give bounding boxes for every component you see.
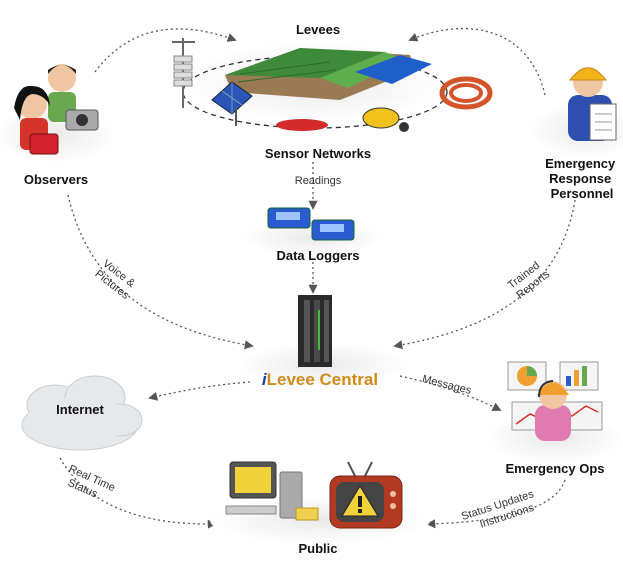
solar-panel-icon	[211, 81, 253, 126]
observers-node: Observers	[0, 64, 115, 187]
response-worker-icon	[568, 67, 617, 141]
pressure-sensor-icon	[276, 119, 328, 131]
emergency-response-line1: Emergency	[545, 156, 616, 171]
observers-label: Observers	[24, 172, 88, 187]
server-icon	[298, 295, 332, 367]
emergency-ops-label: Emergency Ops	[506, 461, 605, 476]
observers-icon	[14, 64, 99, 155]
sensor-networks-label: Sensor Networks	[265, 146, 371, 161]
emergency-response-node: Emergency Response Personnel	[530, 67, 623, 201]
weather-station-icon	[172, 38, 195, 108]
arrow-observers-to-levees	[94, 28, 237, 73]
yellow-sensor-icon	[362, 107, 409, 132]
desktop-computer-icon	[225, 461, 319, 521]
ilevee-central-rest: Levee Central	[267, 370, 379, 389]
emergency-response-label: Emergency Response Personnel	[545, 156, 619, 201]
emergency-ops-node: Emergency Ops	[487, 361, 623, 476]
real-time-status-label: Real Time Status	[61, 463, 119, 507]
readings-label: Readings	[295, 175, 342, 187]
status-updates-label: Status Updates Instructions	[460, 487, 542, 535]
levees-node: Levees Sensor Networks	[172, 22, 493, 161]
levees-label: Levees	[296, 22, 340, 37]
ilevee-central-node: iLevee Central	[237, 295, 407, 389]
ilevee-central-i: i	[262, 370, 268, 389]
cloud-icon	[21, 375, 143, 451]
ilevee-central-label: iLevee Central	[262, 370, 378, 389]
arrow-personnel-to-central	[393, 199, 576, 350]
arrow-central-to-internet	[148, 381, 251, 401]
messages-label: Messages	[421, 373, 473, 397]
data-logger-icon	[267, 207, 355, 241]
arrow-emergency-ops-to-public	[426, 479, 566, 529]
emergency-response-line2: Response	[549, 171, 611, 186]
internet-label: Internet	[56, 402, 104, 417]
voice-pictures-label: Voice & Pictures	[92, 257, 139, 302]
trained-reports-label: Trained Reports	[506, 258, 553, 302]
internet-node: Internet	[21, 375, 143, 451]
arrow-internet-to-public	[59, 457, 217, 529]
cable-coil-icon	[439, 76, 493, 110]
data-loggers-node: Data Loggers	[243, 207, 383, 263]
public-node: Public	[210, 461, 430, 556]
emergency-response-line3: Personnel	[551, 186, 614, 201]
ops-operator-icon	[535, 380, 571, 441]
arrow-central-to-emergency-ops	[399, 375, 502, 411]
public-label: Public	[298, 541, 337, 556]
arrow-observers-to-central	[67, 194, 254, 350]
data-loggers-label: Data Loggers	[276, 248, 359, 263]
tv-warning-icon	[329, 461, 403, 529]
